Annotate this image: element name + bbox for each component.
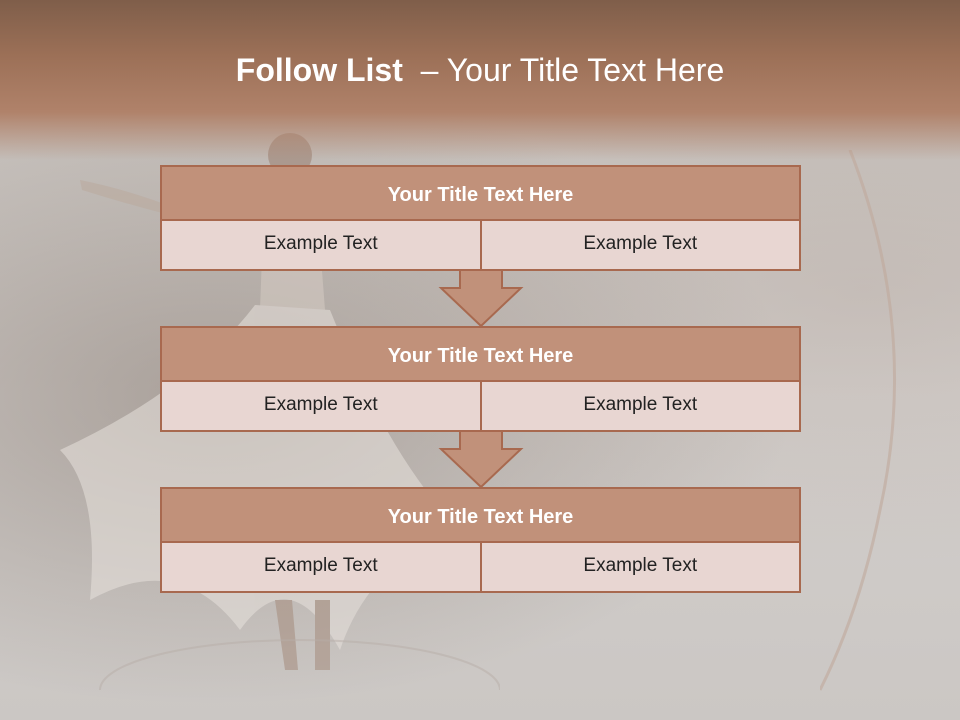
down-arrow-icon [438,270,524,328]
block-cell-right: Example Text [479,221,801,271]
block-title: Your Title Text Here [160,165,801,221]
block-row: Example Text Example Text [160,382,801,432]
block-cell-left: Example Text [160,382,482,432]
block-cell-right: Example Text [479,543,801,593]
block-title: Your Title Text Here [160,487,801,543]
slide-title: Follow List – Your Title Text Here [0,52,960,89]
ring-decoration [820,150,897,691]
block-cell-right: Example Text [479,382,801,432]
block-cell-left: Example Text [160,543,482,593]
block-cell-left: Example Text [160,221,482,271]
follow-block-2: Your Title Text Here Example Text Exampl… [160,326,801,432]
down-arrow-icon [438,431,524,489]
block-row: Example Text Example Text [160,221,801,271]
block-row: Example Text Example Text [160,543,801,593]
block-title: Your Title Text Here [160,326,801,382]
follow-block-1: Your Title Text Here Example Text Exampl… [160,165,801,271]
title-rest: – Your Title Text Here [402,52,725,88]
title-bold: Follow List [235,52,403,88]
header-band [0,0,960,160]
follow-block-3: Your Title Text Here Example Text Exampl… [160,487,801,593]
